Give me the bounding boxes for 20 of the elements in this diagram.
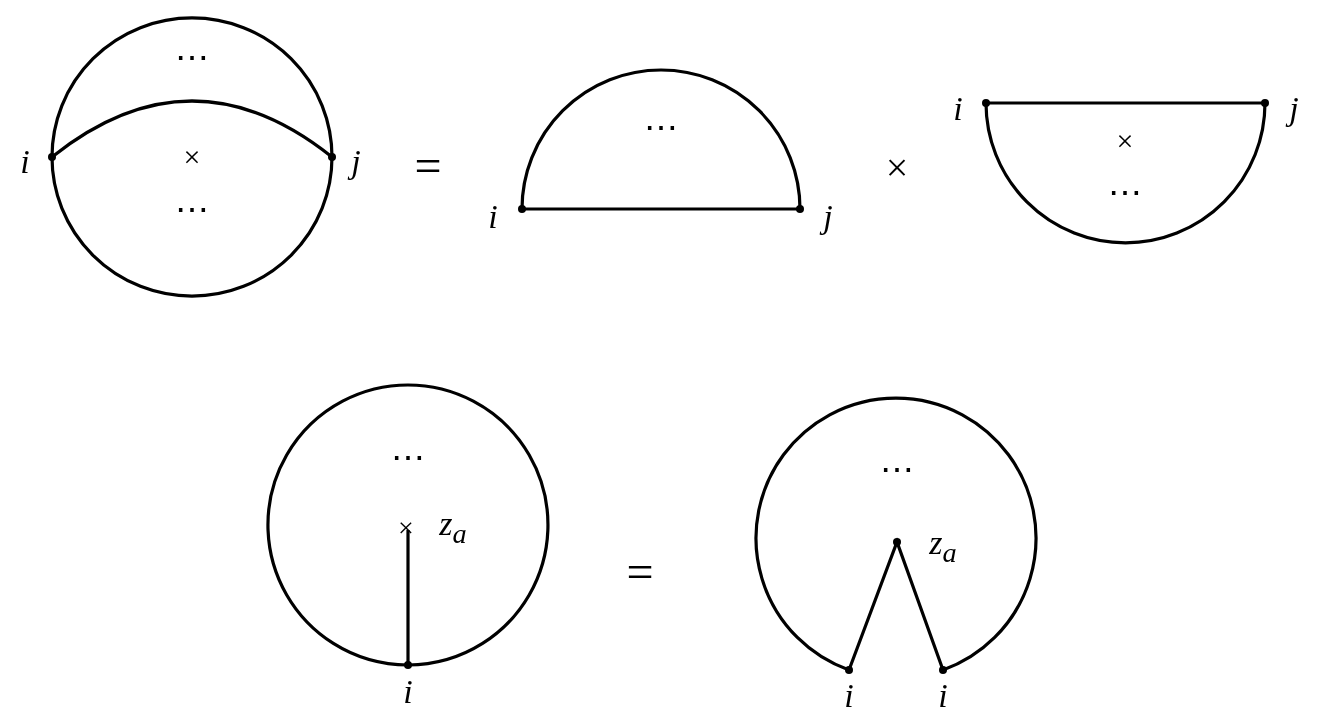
ellipsis: ⋯ (880, 453, 914, 487)
vertex-label: i (938, 679, 948, 713)
cross-mark: × (398, 514, 414, 542)
ellipsis: ⋯ (175, 41, 209, 75)
vertex-label: i (488, 200, 498, 234)
vertex-label: z$_{a}$ (439, 507, 467, 549)
ellipsis: ⋯ (1108, 176, 1142, 210)
vertex-label: i (20, 145, 30, 179)
vertex-label: i (403, 675, 413, 709)
vertex-label: i (953, 92, 963, 126)
equals-sign: = (626, 548, 654, 596)
times-sign: × (885, 148, 909, 188)
ellipsis: ⋯ (175, 193, 209, 227)
equals-sign: = (414, 142, 442, 190)
cross-mark: × (183, 142, 201, 172)
vertex-label: z$_{a}$ (929, 526, 957, 568)
cross-mark: × (1116, 126, 1134, 156)
ellipsis: ⋯ (644, 111, 678, 145)
ellipsis: ⋯ (391, 441, 425, 475)
vertex-label: i (844, 679, 854, 713)
